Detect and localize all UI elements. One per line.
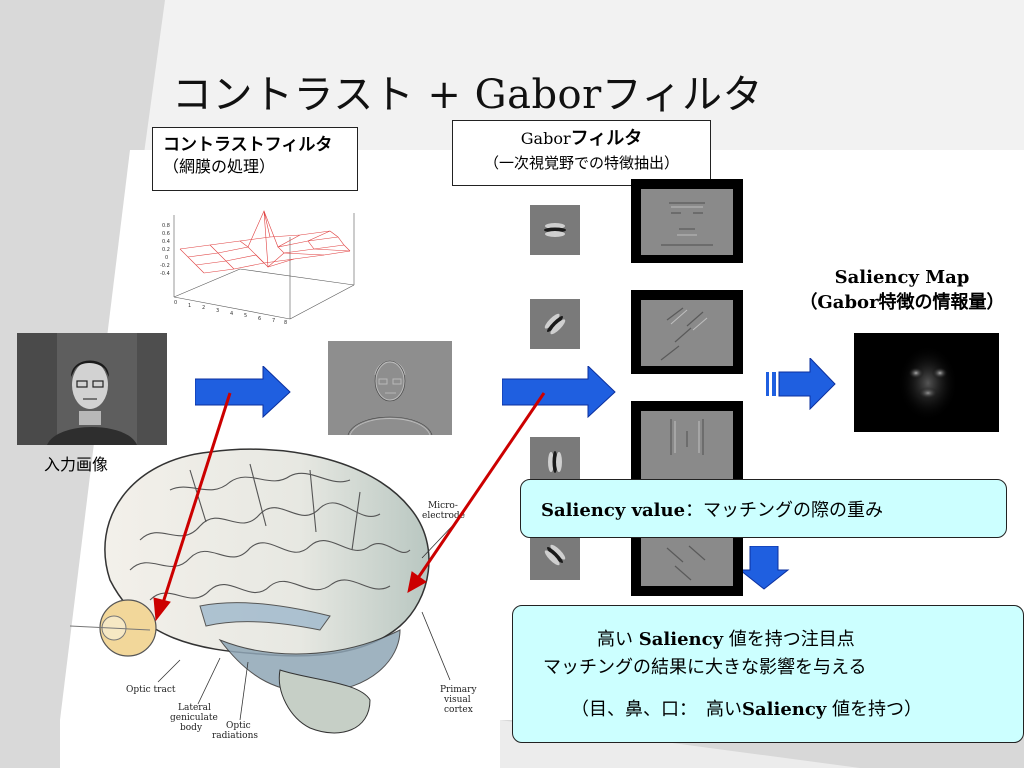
- lgn-label-2: geniculate: [170, 713, 218, 723]
- gabor-response-image: [631, 290, 743, 374]
- plot-xtick: 6: [258, 316, 261, 322]
- electrode-label-2: electrode: [422, 511, 465, 521]
- contrast-filter-title: コントラストフィルタ: [163, 135, 333, 155]
- plot-xtick: 8: [284, 320, 287, 325]
- plot-ytick: -0.4: [160, 271, 170, 277]
- radiations-label-1: Optic: [226, 721, 251, 731]
- plot-xtick: 7: [272, 318, 275, 324]
- arrow-down-icon: [740, 546, 790, 590]
- input-image: [17, 333, 167, 445]
- pvc-label-3: cortex: [444, 705, 473, 715]
- gabor-filter-title-latin: Gabor: [520, 129, 571, 148]
- lgn-label-3: body: [180, 723, 203, 733]
- radiations-label-2: radiations: [212, 731, 258, 741]
- contrast-filter-subtitle: （網膜の処理）: [163, 157, 276, 176]
- page-title: コントラスト + Gaborフィルタ: [172, 72, 763, 118]
- result-line-1: 高い Saliency 値を持つ注目点: [597, 629, 855, 650]
- optic-tract-label: Optic tract: [126, 685, 176, 695]
- result-line-3: （目、鼻、口： 高いSaliency 値を持つ）: [571, 699, 923, 720]
- gabor-response-image: [631, 179, 743, 263]
- plot-ytick: 0.2: [162, 247, 170, 253]
- gabor-filter-label: Gaborフィルタ （一次視覚野での特徴抽出）: [452, 120, 711, 186]
- plot-xtick: 2: [202, 305, 205, 311]
- plot-xtick: 3: [216, 308, 219, 314]
- electrode-label-1: Micro-: [428, 501, 458, 511]
- saliency-value-term: Saliency value: [541, 500, 686, 521]
- saliency-value-callout: Saliency value：マッチングの際の重み: [520, 479, 1007, 538]
- arrow-right-icon: [195, 366, 291, 418]
- result-line-2: マッチングの結果に大きな影響を与える: [543, 657, 867, 678]
- gabor-filter-subtitle: （一次視覚野での特徴抽出）: [483, 154, 679, 172]
- gabor-response-image: [631, 401, 743, 485]
- gabor-response-image: [631, 538, 743, 596]
- arrow-right-icon: [766, 358, 836, 410]
- contrast-filter-plot: 0.8 0.6 0.4 0.2 0 -0.2 -0.4 0 1 2 3 4 5 …: [160, 207, 360, 325]
- contrast-filtered-image: [328, 341, 452, 435]
- saliency-map-title: Saliency Map: [834, 267, 970, 288]
- saliency-map-image: [854, 333, 999, 432]
- plot-xtick: 0: [174, 300, 177, 306]
- plot-ytick: 0.8: [162, 223, 170, 229]
- gabor-kernel-horizontal: [530, 205, 580, 255]
- pvc-label-2: visual: [443, 695, 471, 705]
- plot-ytick: -0.2: [160, 263, 170, 269]
- lgn-label-1: Lateral: [178, 703, 211, 713]
- saliency-result-callout: 高い Saliency 値を持つ注目点 マッチングの結果に大きな影響を与える （…: [512, 605, 1024, 743]
- plot-xtick: 1: [188, 303, 191, 309]
- saliency-value-desc: ：マッチングの際の重み: [685, 500, 884, 521]
- plot-xtick: 5: [244, 313, 247, 319]
- gabor-kernel-vertical: [530, 437, 580, 487]
- gabor-filter-title-jp: フィルタ: [570, 128, 643, 149]
- contrast-filter-label: コントラストフィルタ （網膜の処理）: [152, 127, 358, 191]
- plot-ytick: 0.6: [162, 231, 170, 237]
- plot-xtick: 4: [230, 311, 233, 317]
- gabor-kernel-diagonal: [530, 299, 580, 349]
- input-image-label: 入力画像: [44, 455, 109, 474]
- saliency-map-subtitle: （Gabor特徴の情報量）: [799, 292, 1005, 313]
- pvc-label-1: Primary: [440, 685, 477, 695]
- saliency-map-label: Saliency Map （Gabor特徴の情報量）: [784, 265, 1020, 315]
- arrow-right-icon: [502, 366, 616, 418]
- brain-illustration: Optic tract Lateral geniculate body Opti…: [70, 448, 477, 741]
- plot-ytick: 0: [165, 255, 168, 261]
- plot-ytick: 0.4: [162, 239, 170, 245]
- gabor-kernel-antidiagonal: [530, 530, 580, 580]
